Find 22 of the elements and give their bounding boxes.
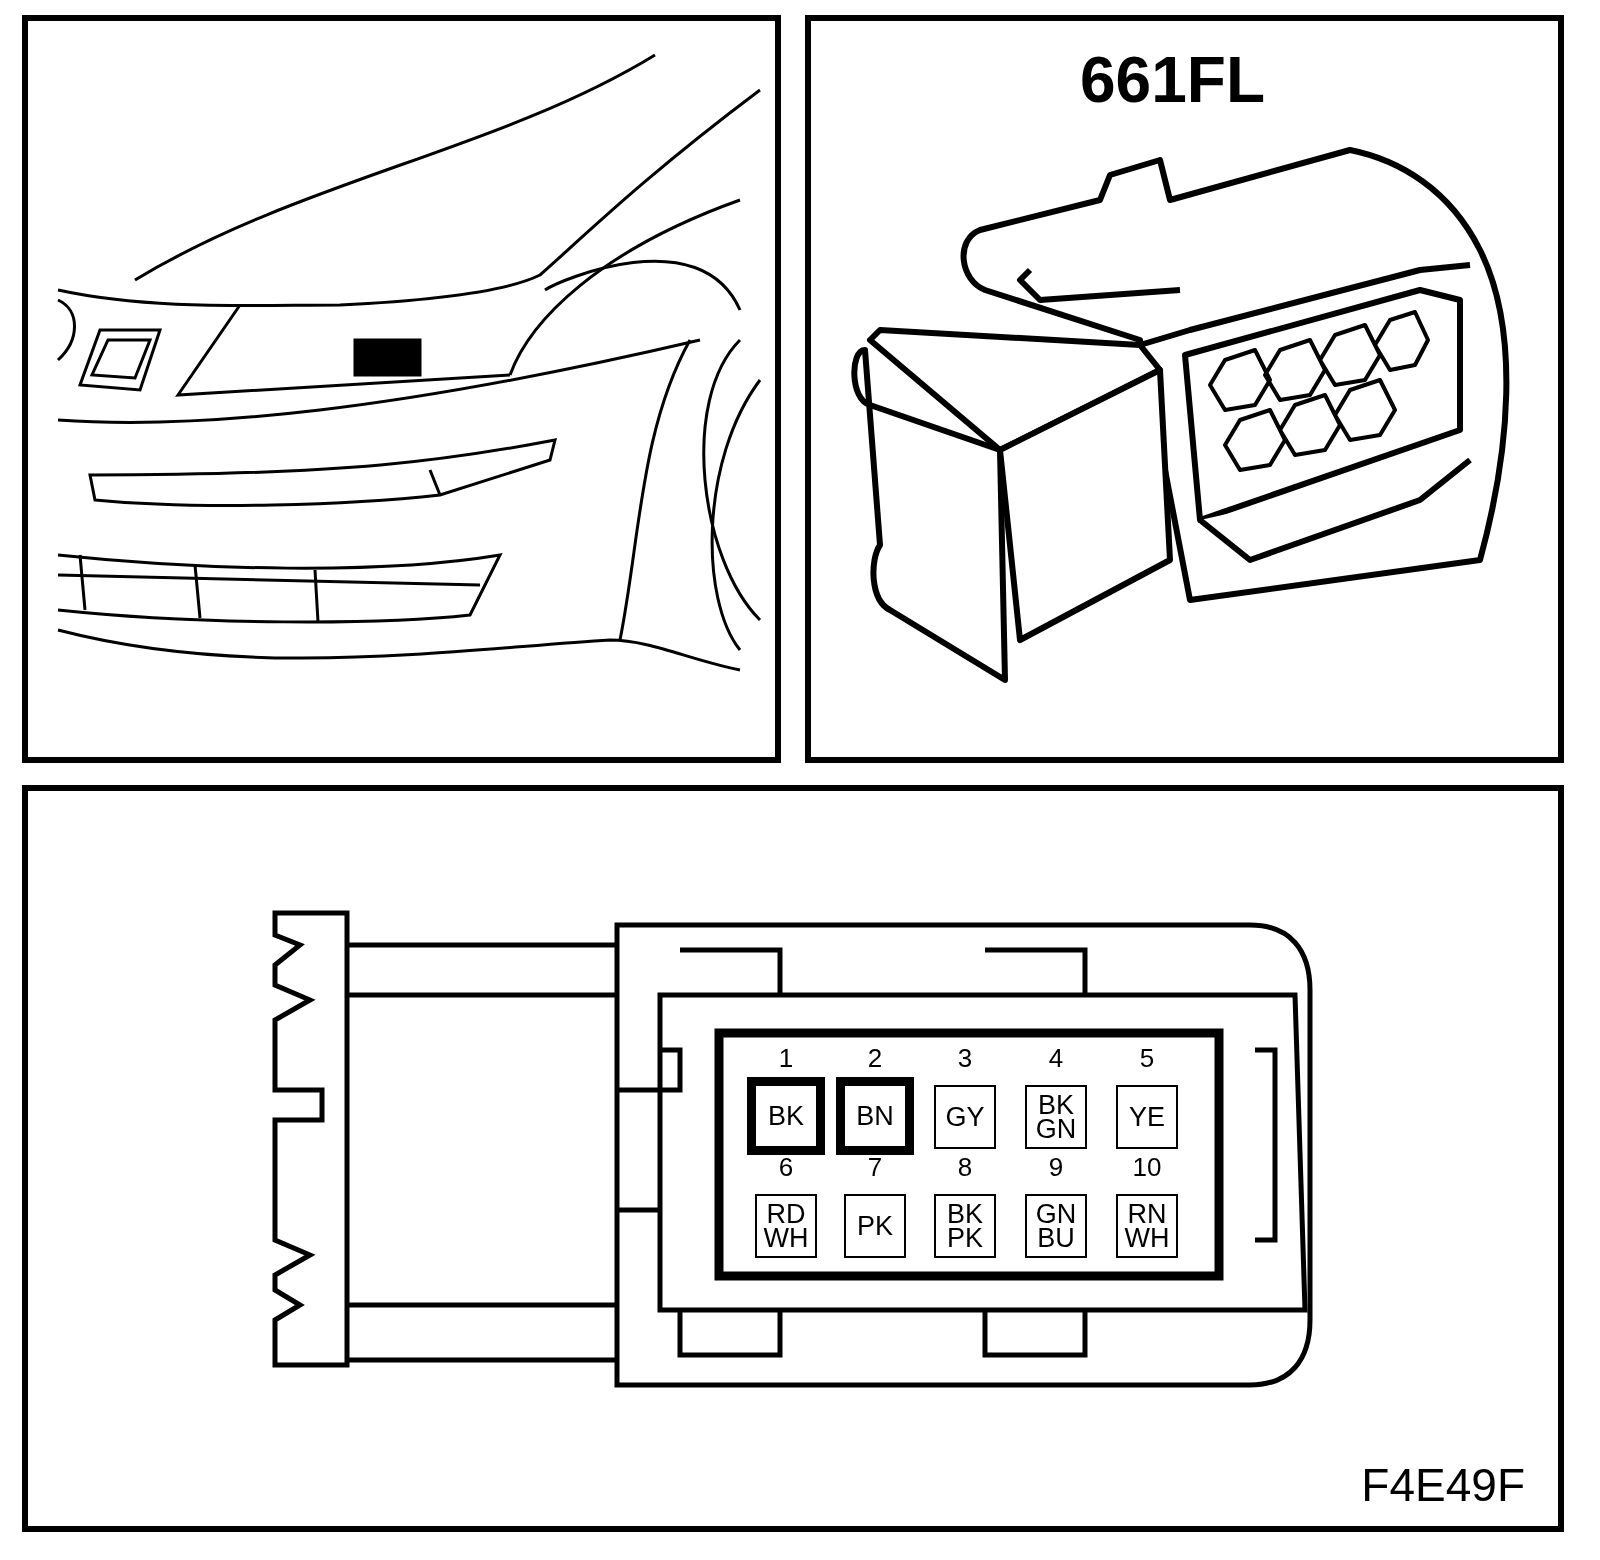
- figure-code: F4E49F: [1361, 1460, 1525, 1510]
- wire-color-box: BK PK: [934, 1194, 996, 1258]
- wire-color-box: GY: [934, 1085, 996, 1149]
- wire-color-box: GN BU: [1025, 1194, 1087, 1258]
- pin-number: 7: [866, 1154, 884, 1180]
- wire-color-box: RD WH: [755, 1194, 817, 1258]
- pin-number: 6: [777, 1154, 795, 1180]
- pin-number: 5: [1138, 1045, 1156, 1071]
- pin-number: 8: [956, 1154, 974, 1180]
- pin-number: 2: [866, 1045, 884, 1071]
- pin-number: 10: [1131, 1154, 1163, 1180]
- pin-number: 4: [1047, 1045, 1065, 1071]
- wire-color-box: BK: [747, 1077, 825, 1155]
- wire-color-box: RN WH: [1116, 1194, 1178, 1258]
- wire-color-box: PK: [844, 1194, 906, 1258]
- connector-title: 661FL: [1080, 45, 1265, 115]
- pin-number: 3: [956, 1045, 974, 1071]
- wire-color-box: YE: [1116, 1085, 1178, 1149]
- pin-number: 1: [777, 1045, 795, 1071]
- wire-color-box: BK GN: [1025, 1085, 1087, 1149]
- pin-number: 9: [1047, 1154, 1065, 1180]
- wire-color-box: BN: [836, 1077, 914, 1155]
